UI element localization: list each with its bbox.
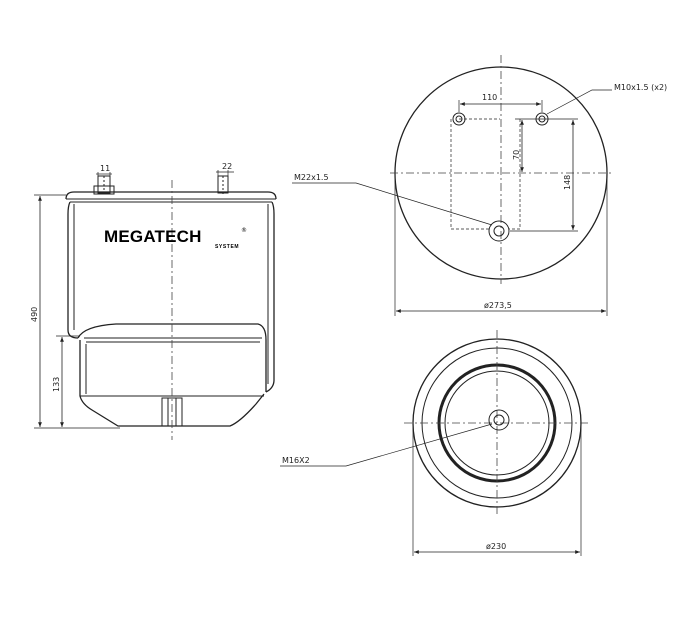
label-spacing-70: 70	[512, 150, 521, 160]
label-diameter-top: ø273,5	[484, 301, 512, 310]
label-diameter-bottom: ø230	[486, 542, 506, 551]
center-port	[488, 220, 510, 242]
top-plate	[65, 191, 277, 200]
leader-m16	[280, 423, 493, 467]
piston-body	[79, 340, 265, 427]
leader-m10	[546, 89, 612, 115]
label-thread-center: M22x1.5	[294, 173, 329, 182]
label-spacing-148: 148	[563, 175, 572, 190]
brand-logo: MEGATECH	[104, 227, 202, 246]
label-thread-studs: M10x1.5 (x2)	[614, 83, 667, 92]
leader-m22	[292, 182, 493, 226]
piston-cup	[77, 323, 267, 392]
bottom-bore	[488, 409, 510, 431]
label-height-total: 490	[30, 307, 39, 322]
label-dim-22: 22	[222, 162, 232, 171]
top-view	[292, 55, 612, 316]
label-spacing-110: 110	[482, 93, 497, 102]
bottom-view	[280, 330, 590, 556]
brand-sub: SYSTEM	[215, 244, 239, 250]
label-thread-bottom: M16X2	[282, 456, 310, 465]
side-view	[34, 170, 277, 440]
brand-registered-mark: ®	[241, 227, 247, 234]
label-dim-11: 11	[100, 164, 110, 173]
label-height-piston: 133	[52, 377, 61, 392]
bellows-outer	[67, 201, 79, 339]
